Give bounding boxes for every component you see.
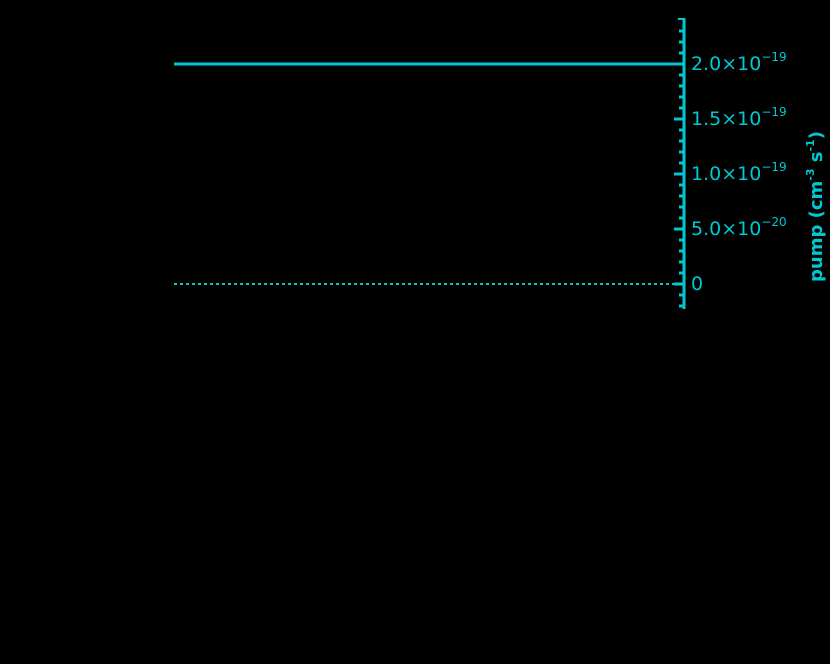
y-tick-mantissa: 0 — [691, 273, 704, 295]
y-tick-exponent: −19 — [761, 50, 787, 64]
y-axis-title-exp2: -1 — [804, 139, 817, 152]
plot-area — [174, 62, 680, 285]
y-axis-title-base: pump (cm — [806, 180, 827, 282]
y-axis-title-exp1: -3 — [804, 168, 817, 181]
y-tick-mantissa: 5.0×10 — [691, 218, 762, 240]
y-tick-exponent: −20 — [761, 215, 787, 229]
y-tick-exponent: −19 — [761, 105, 787, 119]
y-axis-title: pump (cm-3 s-1) — [804, 131, 827, 282]
y-tick-label: 0 — [691, 275, 703, 294]
y-tick-label: 2.0×10−19 — [691, 51, 787, 75]
y-tick-mantissa: 1.5×10 — [691, 108, 762, 130]
y-tick-label: 5.0×10−20 — [691, 216, 787, 240]
y-tick-mantissa: 1.0×10 — [691, 163, 762, 185]
y-tick-label: 1.5×10−19 — [691, 106, 787, 130]
y-tick-mantissa: 2.0×10 — [691, 53, 762, 75]
y-tick-label: 1.0×10−19 — [691, 161, 787, 185]
y-axis-right — [674, 18, 686, 309]
y-axis-title-mid: s — [806, 151, 827, 169]
y-tick-exponent: −19 — [761, 160, 787, 174]
